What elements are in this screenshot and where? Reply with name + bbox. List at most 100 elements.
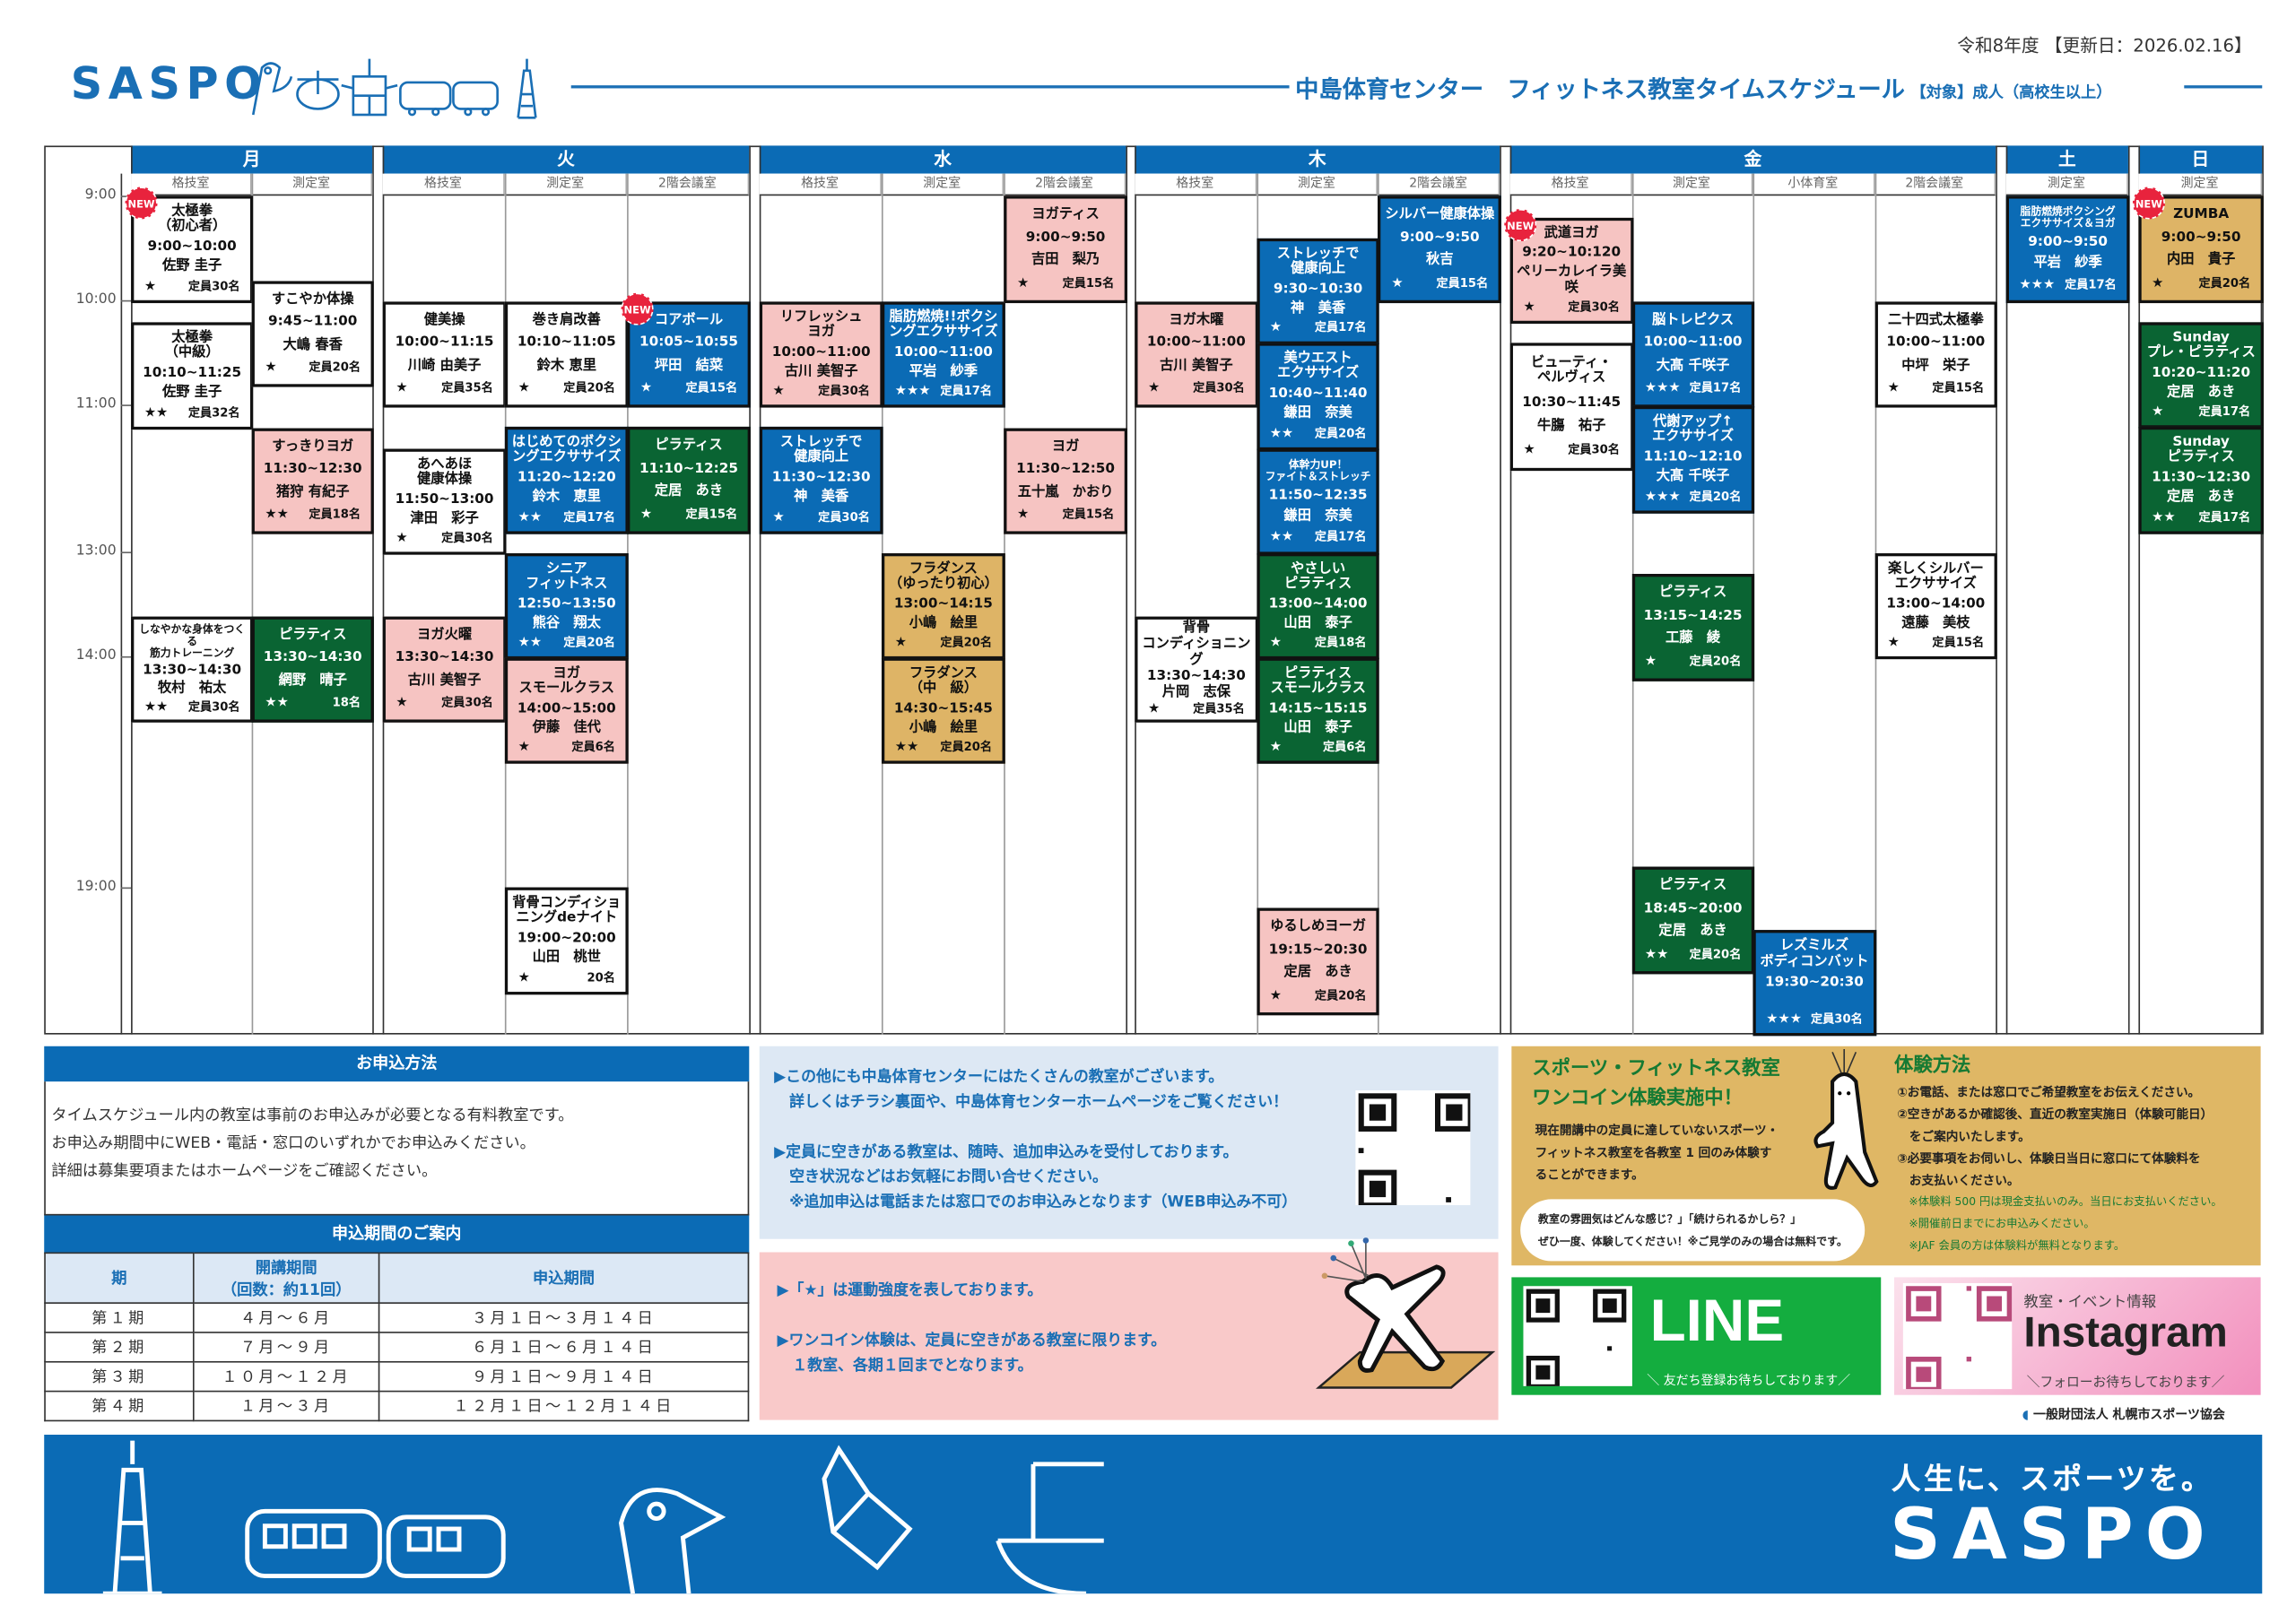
- class-instructor: 川崎 由美子: [407, 357, 482, 374]
- sapporo-landmarks-illustration: [251, 58, 537, 119]
- line-qr-code[interactable]: [1523, 1286, 1632, 1386]
- class-instructor: 定居 あき: [2167, 383, 2236, 401]
- class-footer: ★定員17名: [1262, 321, 1373, 336]
- class-footer: ★定員30名: [765, 510, 877, 525]
- class-title: 巻き肩改善: [533, 312, 601, 329]
- instagram-qr-code[interactable]: [1902, 1282, 2013, 1390]
- intensity-stars: ★: [639, 380, 653, 396]
- class-footer: ★定員35名: [388, 381, 500, 396]
- class-capacity: 定員30名: [1568, 299, 1620, 314]
- time-axis: [120, 173, 123, 1035]
- class-title: すっきりヨガ: [272, 438, 353, 456]
- class-footer: ★定員30名: [388, 532, 500, 547]
- class-footer: ★★★定員17名: [2012, 278, 2124, 293]
- title-rule: [570, 85, 1290, 88]
- class-title-line: 太極拳: [171, 329, 213, 346]
- class-instructor: 定居 あき: [1283, 964, 1352, 981]
- class-time: 13:30~14:30: [1146, 667, 1246, 684]
- class-time: 10:40~11:40: [1268, 385, 1368, 402]
- period-cell: １０月～１２月: [192, 1360, 380, 1393]
- intensity-stars: ★: [772, 510, 785, 525]
- class-title-line: エクササイズ: [1277, 365, 1360, 382]
- class-footer: ★定員20名: [888, 636, 1000, 651]
- info-line: ▶定員に空きがある教室は、随時、追加申込みを受付しております。: [774, 1143, 1239, 1161]
- homepage-qr-code[interactable]: [1355, 1090, 1471, 1206]
- room-header: 2階会議室: [1378, 173, 1500, 196]
- info-line: 空き状況などはお気軽にお問い合せください。: [774, 1167, 1108, 1186]
- class-capacity: 定員15名: [1436, 276, 1489, 290]
- day-border: [2262, 145, 2264, 1035]
- class-time: 11:50~13:00: [395, 490, 494, 508]
- class-instructor: 平岩 紗季: [2033, 255, 2102, 272]
- instagram-banner[interactable]: 教室・イベント情報 Instagram ＼フォローお待ちしております／: [1894, 1277, 2261, 1395]
- line-banner[interactable]: LINE ＼ 友だち登録お待ちしております／: [1511, 1277, 1882, 1395]
- class-capacity: 18名: [332, 696, 361, 709]
- class-footer: ★定員20名: [257, 360, 368, 376]
- class-time: 19:15~20:30: [1268, 941, 1368, 958]
- class-time: 13:30~14:30: [263, 648, 362, 665]
- class-title-line: すこやか体操: [271, 291, 354, 308]
- class-footer: ★★定員17名: [2144, 510, 2257, 525]
- class-title-line: コアボール: [654, 311, 724, 328]
- class-time: 9:00~9:50: [1025, 229, 1106, 246]
- time-label: 13:00: [75, 542, 117, 560]
- class-title-line: ストレッチで: [1276, 245, 1360, 262]
- class-title-line: シルバー健康体操: [1385, 205, 1495, 222]
- class-footer: ★定員17名: [2144, 404, 2257, 420]
- class-title-line: ピラティス: [279, 626, 347, 643]
- class-title-line: 健康向上: [794, 449, 849, 466]
- class-footer: ★定員15名: [1010, 276, 1122, 291]
- class-capacity: 定員20名: [1314, 426, 1367, 440]
- intensity-stars: ★: [517, 380, 530, 396]
- class-time: 11:20~12:20: [517, 469, 616, 486]
- day-border: [759, 145, 761, 1035]
- intensity-stars: ★★★: [2019, 277, 2056, 293]
